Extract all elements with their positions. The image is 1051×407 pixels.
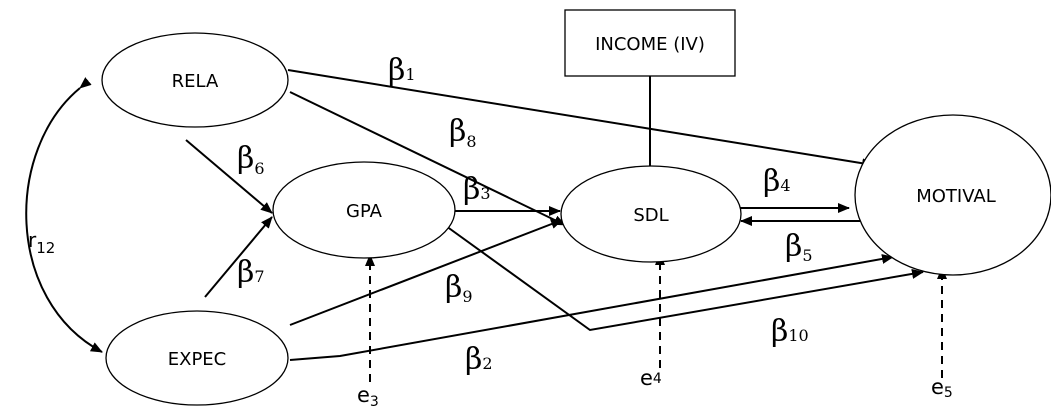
coef-b10: β10 <box>771 314 809 349</box>
coef-b5: β5 <box>785 229 813 265</box>
coef-b6: β6 <box>237 141 265 178</box>
coef-b8: β8 <box>449 114 477 151</box>
coef-b4: β4 <box>763 164 791 199</box>
path-rela-motival <box>287 69 874 169</box>
path-rela-sdl <box>289 91 566 226</box>
error-label-e5: e5 <box>931 375 953 401</box>
coef-b9: β9 <box>445 270 473 306</box>
path-expec-sdl <box>289 219 563 326</box>
node-sdl: SDL <box>560 165 742 263</box>
node-expec: EXPEC <box>105 310 289 406</box>
node-motival: MOTIVAL <box>854 114 1051 276</box>
coef-b2: β2 <box>465 342 493 377</box>
svg-text:INCOME (IV): INCOME (IV) <box>595 34 705 55</box>
node-rela: RELA <box>101 32 289 128</box>
coef-b7: β7 <box>237 255 265 290</box>
svg-text:RELA: RELA <box>172 71 219 92</box>
svg-text:MOTIVAL: MOTIVAL <box>916 186 996 207</box>
coef-b3: β3 <box>463 172 491 207</box>
svg-text:SDL: SDL <box>633 205 668 226</box>
path-gpa-motival <box>445 225 924 332</box>
path-expec-motival <box>289 254 894 361</box>
svg-text:GPA: GPA <box>346 201 383 222</box>
error-label-e3: e3 <box>357 383 379 407</box>
path-rela-gpa <box>185 139 273 214</box>
node-gpa: GPA <box>272 161 456 259</box>
coef-b1: β1 <box>388 53 416 88</box>
correlation-label-r12: r12 <box>28 228 55 257</box>
path-expec-gpa <box>204 216 273 298</box>
svg-text:EXPEC: EXPEC <box>168 349 227 370</box>
correlation-arc-r12 <box>25 77 103 353</box>
error-label-e4: e4 <box>640 366 662 390</box>
node-income: INCOME (IV) <box>564 9 736 77</box>
